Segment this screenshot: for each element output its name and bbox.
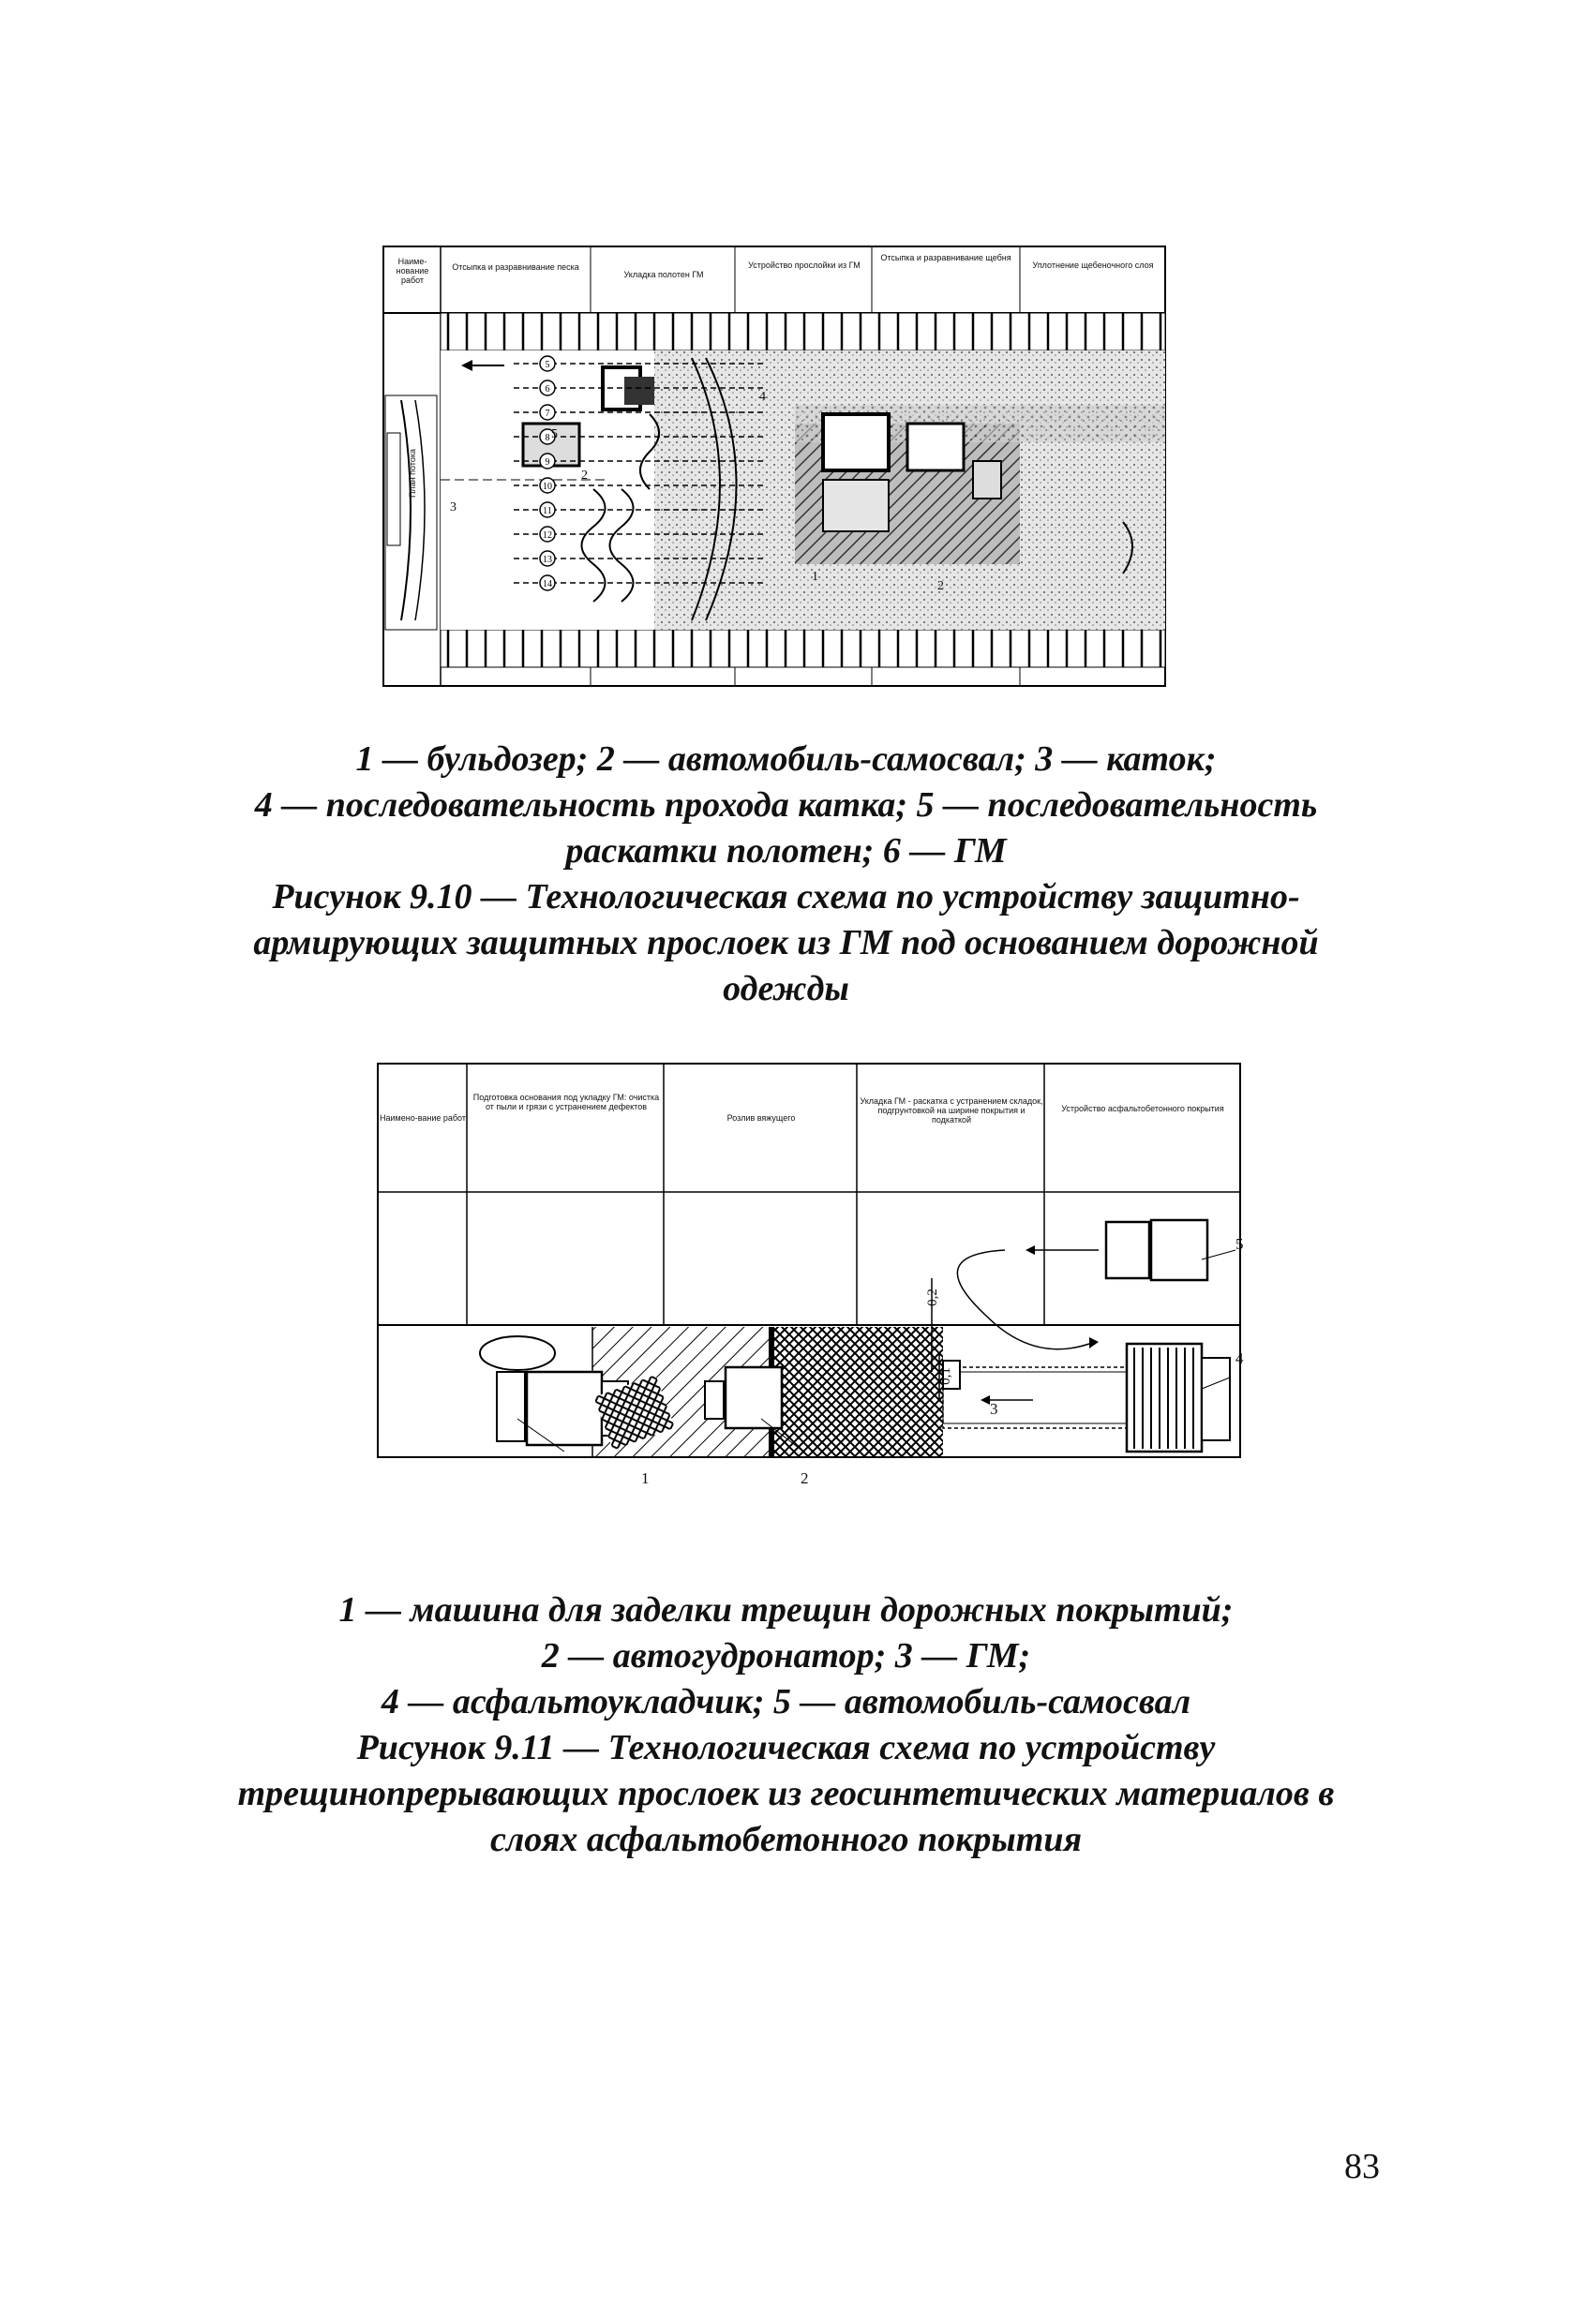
lane-marker [539, 574, 556, 591]
callout-label: 1 [812, 570, 818, 584]
callout-label: 2 [801, 1469, 809, 1487]
callout-label: 3 [450, 500, 457, 514]
lane-number: 11 [543, 506, 552, 516]
header-cell: Подготовка основания под укладку ГМ: очи… [472, 1093, 660, 1111]
lane-marker [539, 355, 556, 372]
figure-9-10-caption: 1 — бульдозер; 2 — автомобиль-самосвал; … [0, 737, 1572, 1012]
caption-line: 4 — последовательность прохода катка; 5 … [254, 785, 1318, 825]
header-cell: Укладка ГМ - раскатка с устранением скла… [860, 1096, 1043, 1125]
lane-number: 5 [546, 360, 550, 370]
figure-9-10-header: Наиме-нование работ Отсыпка и разравнива… [383, 247, 1165, 313]
side-label: План потока [408, 448, 417, 499]
header-cell: Укладка полотен ГМ [623, 270, 704, 279]
caption-line: армирующих защитных прослоек из ГМ под о… [253, 923, 1319, 962]
caption-line: 4 — асфальтоукладчик; 5 — автомобиль-сам… [381, 1682, 1191, 1721]
lane-marker [539, 404, 556, 421]
figure-9-11-scheme [377, 1063, 1241, 1458]
lane-number: 9 [546, 457, 550, 468]
lane-number: 6 [546, 384, 550, 395]
dimension-label: 0,2 [924, 1289, 940, 1306]
caption-line: 1 — машина для заделки трещин дорожных п… [338, 1590, 1234, 1630]
caption-line: трещинопрерывающих прослоек из геосинтет… [237, 1774, 1335, 1813]
lane-marker [539, 380, 556, 396]
page-number: 83 [1344, 2147, 1380, 2186]
callout-label: 2 [937, 579, 944, 593]
caption-line: раскатки полотен; 6 — ГМ [565, 831, 1007, 871]
callout-label: 4 [759, 390, 766, 404]
lane-number: 13 [543, 555, 552, 565]
header-cell: Наимено-вание работ [380, 1113, 466, 1123]
caption-line: 1 — бульдозер; 2 — автомобиль-самосвал; … [355, 739, 1217, 779]
lane-number: 14 [543, 579, 552, 589]
header-cell: Наиме-нование работ [396, 257, 429, 285]
lane-marker [539, 453, 556, 469]
header-cell: Розлив вяжущего [726, 1113, 796, 1123]
header-cell: Отсыпка и разравнивание щебня [880, 253, 1011, 262]
callout-label: 1 [641, 1469, 650, 1487]
callout-label: 5 [551, 427, 558, 441]
lane-number: 10 [543, 482, 552, 492]
lane-marker [539, 501, 556, 518]
caption-line: одежды [723, 969, 849, 1008]
lane-number: 8 [546, 433, 550, 443]
callout-label: 2 [581, 469, 588, 483]
callout-label: 3 [990, 1400, 998, 1418]
caption-line: 2 — автогудронатор; 3 — ГМ; [541, 1636, 1031, 1676]
dimension-label: 0,1 [937, 1367, 953, 1385]
header-cell: Устройство асфальтобетонного покрытия [1061, 1104, 1224, 1113]
header-cell: Уплотнение щебеночного слоя [1032, 261, 1154, 270]
caption-line: Рисунок 9.10 — Технологическая схема по … [272, 877, 1300, 916]
callout-label: 5 [1235, 1235, 1244, 1253]
lane-marker [539, 550, 556, 567]
lane-number: 12 [543, 530, 552, 541]
caption-line: слоях асфальтобетонного покрытия [489, 1820, 1083, 1859]
caption-line: Рисунок 9.11 — Технологическая схема по … [356, 1728, 1216, 1767]
header-cell: Устройство прослойки из ГМ [748, 261, 861, 270]
header-cell: Отсыпка и разравнивание песка [452, 262, 579, 272]
lane-marker [539, 428, 556, 445]
lane-marker [539, 526, 556, 543]
figure-9-11-caption: 1 — машина для заделки трещин дорожных п… [0, 1587, 1572, 1863]
lane-marker [539, 477, 556, 494]
lane-number: 7 [546, 409, 550, 419]
figure-9-11-header: Наимено-вание работ Подготовка основания… [378, 1065, 1240, 1192]
callout-label: 4 [1235, 1349, 1244, 1367]
